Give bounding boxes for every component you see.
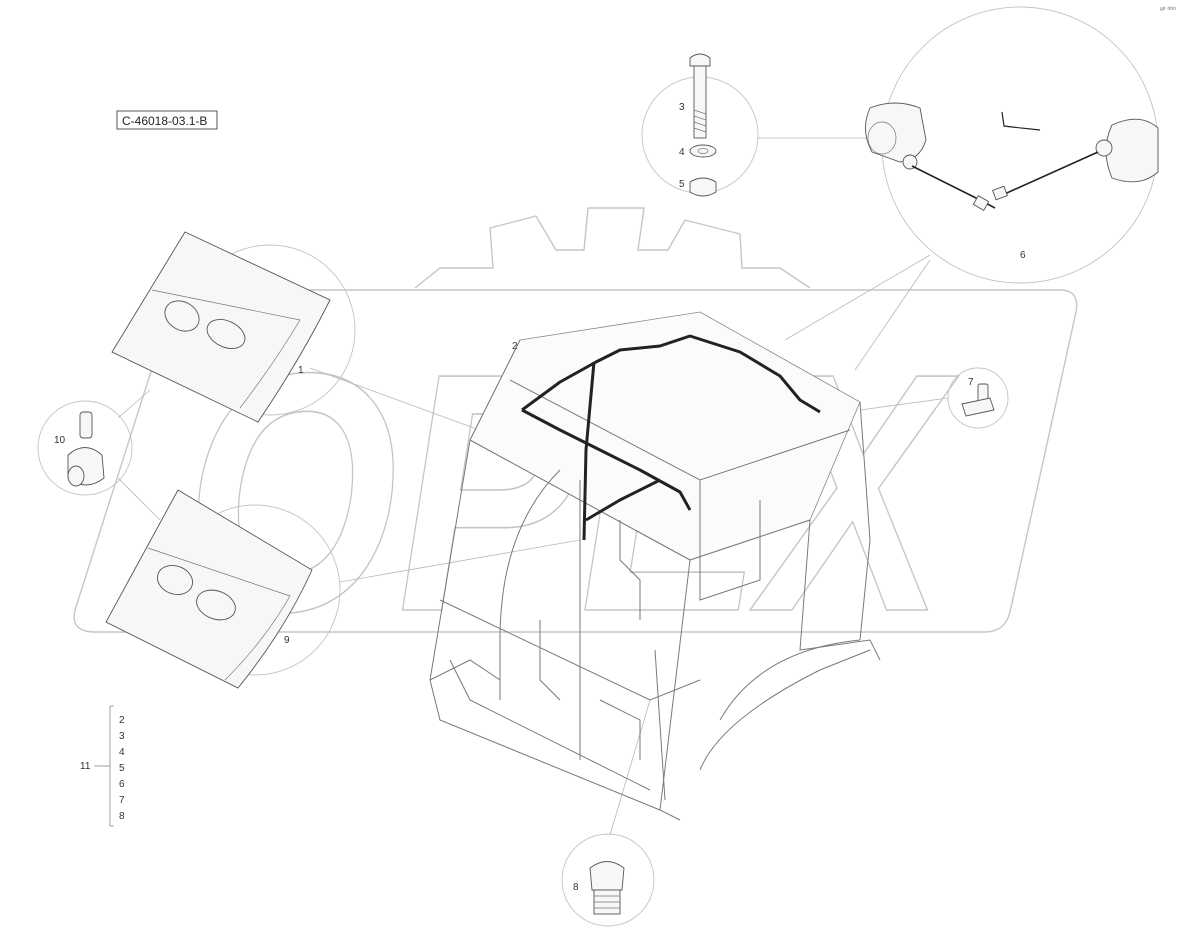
figure-reference-box: [116, 110, 218, 130]
kit-list-item: 5: [119, 763, 125, 774]
part-label-4: 4: [679, 147, 685, 158]
switch-icon: [961, 383, 995, 417]
nut-icon: [689, 177, 717, 197]
part-label-10: 10: [54, 435, 66, 446]
grommet-icon: [589, 861, 625, 915]
lamp-cable-icon: [911, 111, 1099, 211]
part-label-6: 6: [1020, 250, 1026, 261]
light-panel-lower: [105, 489, 313, 689]
kit-list: 11 2 3 4 5 6 7 8: [80, 705, 125, 827]
detail-circle-bulb: [37, 400, 133, 496]
cab-frame: [429, 311, 881, 821]
kit-list-label: 11: [80, 761, 91, 772]
kit-list-item: 8: [119, 811, 125, 822]
kit-list-item: 2: [119, 715, 125, 726]
figure-reference-text: C-46018-03.1-B: [122, 114, 207, 128]
kit-list-item: 6: [119, 779, 125, 790]
bulb-icon: [67, 411, 105, 487]
part-labels: 1 2 3 4 5 6 7 8 9 10: [54, 102, 1026, 893]
part-label-5: 5: [679, 179, 685, 190]
figure-reference: C-46018-03.1-B: [116, 110, 218, 130]
part-label-9: 9: [284, 635, 290, 646]
work-lamp-right-icon: [1095, 118, 1159, 183]
watermark-gear-teeth: [414, 207, 811, 289]
part-label-3: 3: [679, 102, 685, 113]
part-label-7: 7: [968, 377, 974, 388]
part-label-1: 1: [298, 365, 304, 376]
kit-list-item: 3: [119, 731, 125, 742]
kit-list-item: 7: [119, 795, 125, 806]
light-panel-upper: [111, 231, 331, 423]
detail-circle-grommet: [561, 833, 655, 927]
part-label-2: 2: [512, 341, 518, 352]
part-label-8: 8: [573, 882, 579, 893]
kit-list-item: 4: [119, 747, 125, 758]
bolt-icon: [689, 53, 711, 139]
corner-mark: ᵃ⁰ ⁰⁰⁰: [1160, 6, 1176, 14]
work-lamp-left-icon: [865, 102, 927, 170]
washer-icon: [689, 144, 717, 158]
wiring-harness: [521, 334, 821, 541]
